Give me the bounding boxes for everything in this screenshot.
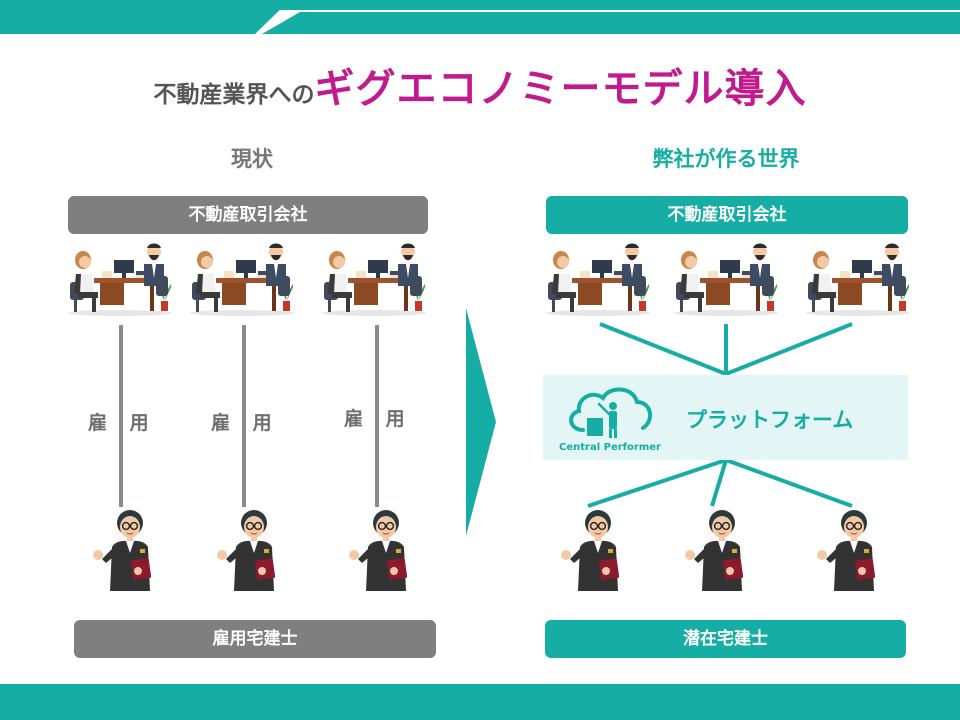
left-agent-label: 雇用宅建士 [74, 620, 436, 658]
arrow-right-icon [466, 308, 496, 536]
slide-title: 不動産業界へのギグエコノミーモデル導入 [0, 56, 960, 120]
presenting-agent-illustration-icon [556, 507, 636, 591]
platform-label: プラットフォーム [686, 408, 854, 432]
employment-line [119, 325, 123, 507]
top-accent-bar [0, 0, 960, 34]
cloud-presenter-logo-icon [569, 387, 653, 438]
title-main: ギグエコノミーモデル導入 [314, 66, 807, 112]
bottom-accent-bar [0, 684, 960, 720]
office-desk-illustration-icon [802, 238, 914, 318]
employment-label: 雇 用 [211, 412, 273, 434]
right-company-label: 不動産取引会社 [546, 196, 908, 234]
office-desk-illustration-icon [64, 238, 176, 318]
right-agent-label: 潜在宅建士 [545, 620, 906, 658]
future-state-heading: 弊社が作る世界 [652, 147, 800, 171]
employment-line [242, 325, 246, 507]
employment-label: 雇 用 [344, 408, 406, 430]
office-desk-illustration-icon [186, 238, 298, 318]
title-prefix: 不動産業界への [153, 82, 315, 108]
presenting-agent-illustration-icon [88, 507, 168, 591]
office-desk-illustration-icon [318, 238, 430, 318]
employment-line [375, 325, 379, 507]
employment-label: 雇 用 [88, 412, 150, 434]
central-performer-logo-text: Central Performer [559, 442, 661, 453]
presenting-agent-illustration-icon [680, 507, 760, 591]
office-desk-illustration-icon [542, 238, 654, 318]
presenting-agent-illustration-icon [212, 507, 292, 591]
office-desk-illustration-icon [670, 238, 782, 318]
current-state-heading: 現状 [231, 147, 273, 171]
left-company-label: 不動産取引会社 [68, 196, 428, 234]
presenting-agent-illustration-icon [812, 507, 892, 591]
platform-box [543, 375, 908, 460]
presenting-agent-illustration-icon [344, 507, 424, 591]
